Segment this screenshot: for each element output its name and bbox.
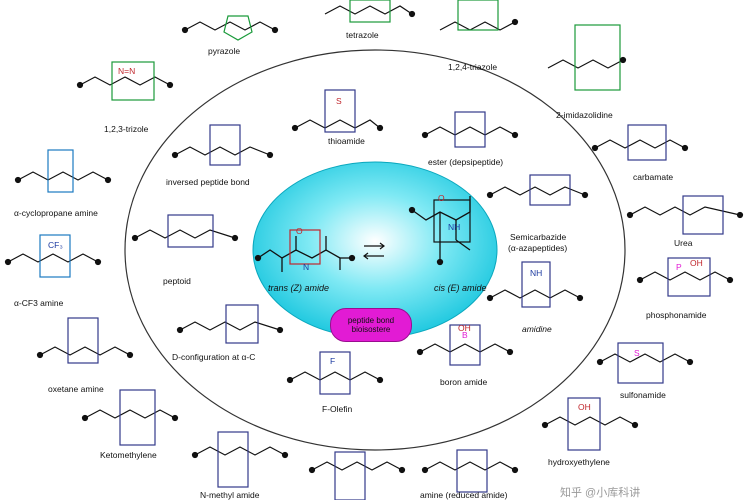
atom-o-cis: O: [438, 193, 445, 203]
outer-structures: [4, 0, 744, 500]
atom-s-sulfon: S: [634, 348, 640, 358]
atom-o-trans: O: [296, 226, 303, 236]
atom-oh-phos: OH: [690, 258, 703, 268]
label-azapeptides: (α-azapeptides): [508, 243, 568, 253]
label-sulfonamide: sulfonamide: [620, 390, 666, 400]
label-urea: Urea: [674, 238, 693, 248]
outer-ellipse: [124, 49, 626, 451]
atom-oh-hydroxy: OH: [578, 402, 591, 412]
atom-s-thio: S: [336, 96, 342, 106]
label-thioamide: thioamide: [328, 136, 365, 146]
label-imidazolidine: 2-imidazolidine: [556, 110, 613, 120]
trans-amide-structure: [254, 229, 356, 272]
trans-amide-label: trans (Z) amide: [268, 283, 330, 293]
label-phosphonamide: phosphonamide: [646, 310, 707, 320]
label-peptoid: peptoid: [163, 276, 191, 286]
inner-structures: [131, 89, 589, 395]
label-124-triazole: 1,2,4-triazole: [448, 62, 498, 72]
atom-f-olefin: F: [330, 356, 336, 366]
atom-oh-boron: OH: [458, 323, 471, 333]
cis-amide-label: cis (E) amide: [434, 283, 487, 293]
bioisostere-badge: peptide bond bioisostere: [330, 308, 412, 342]
badge-line-2: bioisostere: [351, 325, 391, 334]
label-cf3-amine: α-CF3 amine: [14, 298, 64, 308]
label-ketomethylene: Ketomethylene: [100, 450, 157, 460]
label-tetrazole: tetrazole: [346, 30, 379, 40]
atom-p-phos: P: [676, 262, 682, 272]
label-hydroxyethylene: hydroxyethylene: [548, 457, 610, 467]
label-reduced-amide: amine (reduced amide): [420, 490, 508, 500]
cis-amide-structure: [408, 196, 471, 266]
label-boron-amide: boron amide: [440, 377, 488, 387]
label-ester: ester (depsipeptide): [428, 157, 504, 167]
label-carbamate: carbamate: [633, 172, 674, 182]
label-semicarbazide: Semicarbazide: [510, 232, 567, 242]
label-123-triazole: 1,2,3-trizole: [104, 124, 149, 134]
atom-n-trans: N: [303, 262, 310, 272]
label-amidine: amidine: [522, 324, 552, 334]
badge-line-1: peptide bond: [347, 316, 395, 325]
label-pyrazole: pyrazole: [208, 46, 241, 56]
atom-nh-cis: NH: [448, 222, 461, 232]
atom-b-boron: B: [462, 330, 468, 340]
label-d-configuration: D-configuration at α-C: [172, 352, 256, 362]
atom-cf3: CF₃: [48, 240, 63, 250]
label-cyclopropane: α-cyclopropane amine: [14, 208, 98, 218]
label-f-olefin: F-Olefin: [322, 404, 353, 414]
label-n-methyl-amide: N-methyl amide: [200, 490, 260, 500]
label-inversed-peptide: inversed peptide bond: [166, 177, 250, 187]
atom-nh-amidine: NH: [530, 268, 543, 278]
watermark: 知乎 @小库科讲: [560, 487, 641, 499]
atom-nn-triazole: N=N: [118, 66, 136, 76]
equilibrium-arrows: [363, 242, 385, 260]
label-oxetane-amine: oxetane amine: [48, 384, 104, 394]
